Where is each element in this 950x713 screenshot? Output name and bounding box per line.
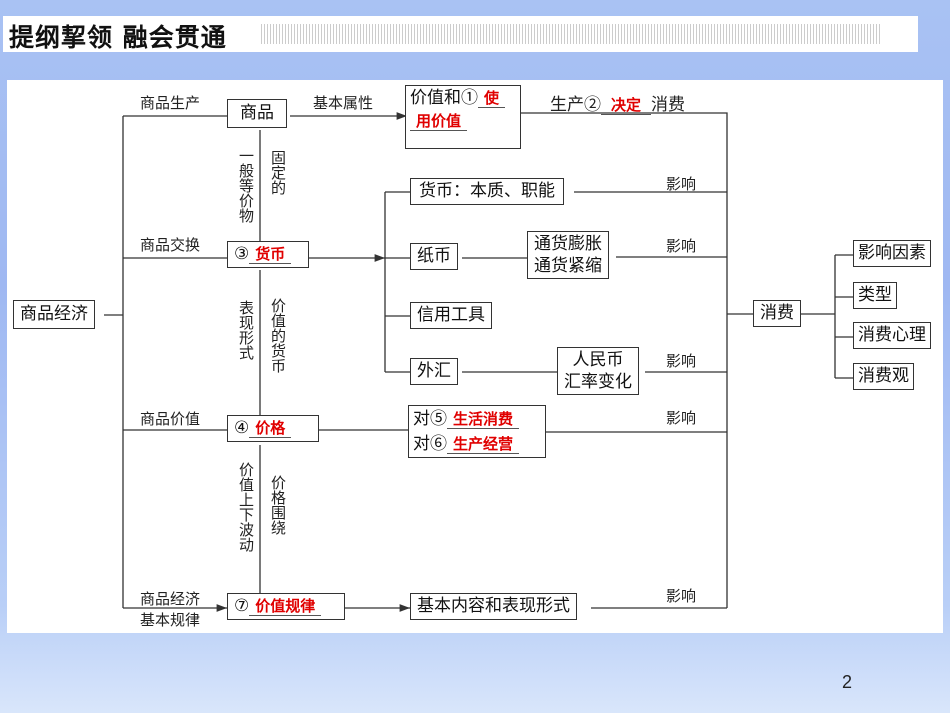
answer-5: 生活消费 [447,410,520,429]
answer-1b: 用价值 [410,111,468,131]
box-basic-content: 基本内容和表现形式 [410,593,577,620]
q7: ⑦ [234,596,250,616]
label-exchange: 商品交换 [140,236,201,254]
deflation: 通货紧缩 [534,256,602,277]
box-inflation: 通货膨胀通货紧缩 [527,231,609,280]
label-influence: 影响 [666,352,697,370]
label-law-2: 基本规律 [140,611,201,629]
vlabel-expression: 表现形式 [237,300,255,360]
label-attr: 基本属性 [313,94,374,112]
label-production: 商品生产 [140,94,201,112]
q5: 对⑤ [413,409,447,429]
label-influence: 影响 [666,237,697,255]
box-rmb-rate: 人民币汇率变化 [557,347,639,396]
vlabel-around: 价格围绕 [269,475,287,535]
vlabel-fluctuation: 价值上下波动 [237,462,255,552]
inflation: 通货膨胀 [534,234,602,254]
rmb: 人民币 [572,350,624,370]
answer-7: 价值规律 [249,597,322,616]
box-psychology: 消费心理 [853,322,931,349]
label-influence: 影响 [666,409,697,427]
q4: ④ [234,418,250,438]
vlabel-value-money: 价值的货币 [269,298,287,373]
label-influence: 影响 [666,175,697,193]
box-consumption: 消费 [753,300,801,327]
diagram-panel [7,80,943,633]
rate-change: 汇率变化 [564,372,632,393]
answer-2: 决定 [601,96,652,115]
box-forex: 外汇 [410,358,458,385]
prod-prefix: 生产② [550,95,601,115]
box-commodity-economy: 商品经济 [13,300,95,329]
prod-suffix: 消费 [651,95,686,115]
q3: ③ [234,244,250,264]
label-value: 商品价值 [140,410,201,428]
q6: 对⑥ [413,433,447,454]
vlabel-general-equivalent: 一般等价物 [237,148,255,223]
box-view: 消费观 [853,363,914,390]
header-pattern [261,24,881,44]
answer-6: 生产经营 [447,434,520,454]
answer-4: 价格 [249,419,292,438]
page-number: 2 [842,672,853,692]
vlabel-fixed: 固定的 [269,150,287,195]
label-law-1: 商品经济 [140,590,201,608]
answer-1a: 使 [478,89,506,108]
attr-prefix: 价值和① [410,88,478,108]
label-influence: 影响 [666,587,697,605]
box-money-nature: 货币：本质、职能 [410,178,564,205]
section-title: 提纲挈领 融会贯通 [9,23,227,52]
section-header: 提纲挈领 融会贯通 [3,16,918,52]
box-credit: 信用工具 [410,302,492,329]
box-paper-money: 纸币 [410,243,458,270]
box-commodity: 商品 [227,99,287,128]
answer-3: 货币 [249,245,292,264]
box-factors: 影响因素 [853,240,931,267]
box-types: 类型 [853,282,897,309]
